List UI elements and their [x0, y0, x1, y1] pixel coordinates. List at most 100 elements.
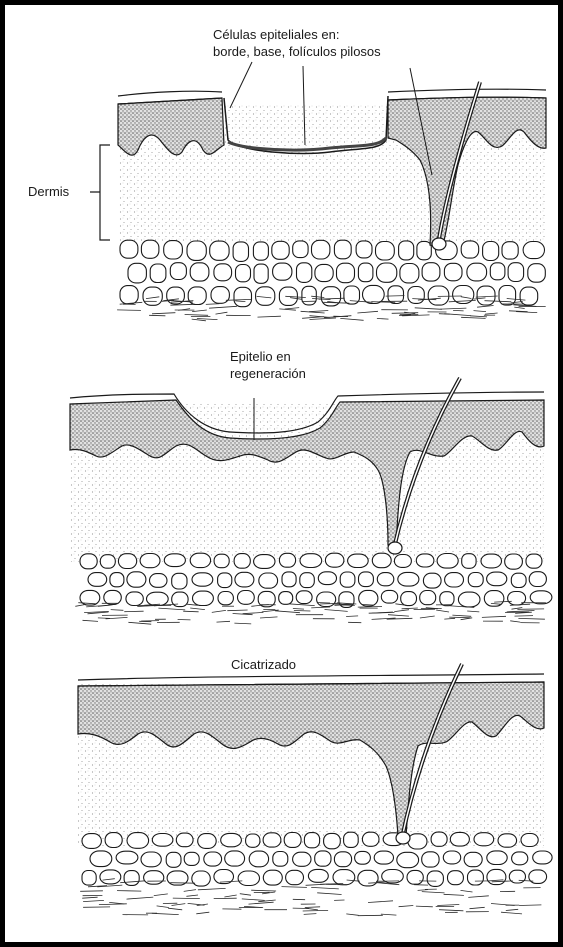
fat-cell: [297, 263, 312, 283]
fiber-stroke: [227, 610, 247, 611]
fat-cell: [166, 852, 181, 867]
fat-cell: [417, 241, 431, 259]
fat-cell: [407, 870, 423, 884]
fat-cell: [450, 832, 469, 846]
fiber-stroke: [420, 616, 435, 618]
fat-cell: [236, 265, 251, 282]
fiber-stroke: [243, 612, 264, 613]
fiber-stroke: [192, 319, 206, 321]
fiber-stroke: [477, 306, 494, 308]
fat-cell: [300, 573, 315, 588]
stage3-fat-layer: [82, 832, 552, 886]
fat-cell: [118, 554, 136, 569]
fiber-stroke: [436, 610, 449, 612]
fiber-stroke: [212, 610, 226, 612]
fat-cell: [487, 572, 507, 586]
fiber-stroke: [415, 308, 442, 310]
fat-cell: [533, 851, 552, 864]
fat-cell: [124, 871, 139, 886]
fat-cell: [490, 263, 505, 280]
fat-cell: [302, 286, 316, 305]
fat-cell: [211, 287, 229, 304]
fat-cell: [444, 263, 462, 281]
fat-cell: [192, 573, 213, 586]
fat-cell: [526, 554, 542, 568]
fiber-stroke: [127, 897, 154, 899]
fat-cell: [286, 870, 304, 884]
fiber-stroke: [452, 615, 471, 616]
fiber-stroke: [468, 896, 489, 898]
fiber-stroke: [402, 608, 418, 609]
fiber-stroke: [388, 615, 409, 616]
fiber-stroke: [482, 616, 506, 617]
fiber-stroke: [158, 608, 185, 610]
fat-cell: [254, 555, 275, 569]
fiber-stroke: [444, 894, 464, 895]
fat-cell: [528, 264, 546, 283]
fat-cell: [259, 573, 278, 588]
fat-cell: [214, 554, 229, 568]
fat-cell: [273, 263, 292, 280]
fiber-stroke: [260, 617, 278, 618]
fat-cell: [315, 851, 331, 866]
fat-cell: [468, 870, 484, 885]
fat-cell: [279, 553, 295, 567]
fiber-stroke: [381, 914, 397, 915]
fat-cell: [256, 287, 275, 306]
fat-cell: [82, 834, 101, 849]
fiber-stroke: [453, 310, 464, 311]
fat-cell: [176, 833, 193, 847]
fat-cell: [363, 285, 385, 303]
fat-cell: [508, 263, 523, 282]
fat-cell: [359, 572, 374, 587]
fat-cell: [218, 592, 233, 605]
fat-cell: [499, 286, 516, 306]
fat-cell: [324, 833, 341, 848]
dermis-bracket: [90, 145, 110, 240]
fiber-stroke: [146, 605, 172, 606]
fiber-stroke: [172, 904, 186, 906]
fiber-stroke: [507, 611, 535, 612]
fiber-stroke: [109, 902, 124, 904]
fat-cell: [218, 573, 232, 588]
fat-cell: [100, 555, 115, 569]
fiber-stroke: [461, 618, 473, 620]
fiber-stroke: [302, 317, 324, 319]
fiber-stroke: [306, 884, 330, 885]
fiber-stroke: [83, 620, 99, 621]
fiber-stroke: [216, 312, 228, 314]
fat-cell: [337, 263, 355, 283]
fiber-stroke: [518, 618, 545, 619]
fiber-stroke: [474, 311, 487, 312]
fiber-stroke: [98, 618, 110, 619]
fat-cell: [461, 241, 479, 258]
fat-cell: [468, 573, 483, 587]
fat-cell: [312, 240, 330, 259]
fat-cell: [334, 240, 351, 259]
fat-cell: [193, 591, 214, 605]
fat-cell: [427, 871, 443, 887]
stage1-label-line2: borde, base, folículos pilosos: [213, 44, 381, 60]
fat-cell: [358, 870, 378, 886]
fiber-stroke: [510, 621, 520, 622]
fat-cell: [348, 554, 369, 567]
fat-cell: [128, 263, 146, 283]
fiber-stroke: [514, 307, 524, 308]
fat-cell: [120, 240, 138, 258]
fiber-stroke: [309, 311, 328, 312]
fat-cell: [448, 871, 464, 885]
fat-cell: [428, 286, 449, 305]
fiber-stroke: [501, 912, 522, 914]
fat-cell: [184, 852, 199, 865]
fat-cell: [304, 833, 319, 848]
fat-cell: [520, 287, 538, 305]
fat-cell: [334, 852, 351, 867]
stage1-label-line1: Células epiteliales en:: [213, 27, 339, 43]
fiber-stroke: [394, 610, 409, 612]
fiber-stroke: [418, 890, 428, 891]
fat-cell: [120, 286, 138, 304]
fiber-stroke: [515, 616, 534, 617]
fat-cell: [88, 573, 107, 587]
fiber-stroke: [304, 914, 317, 915]
fiber-stroke: [124, 611, 143, 612]
